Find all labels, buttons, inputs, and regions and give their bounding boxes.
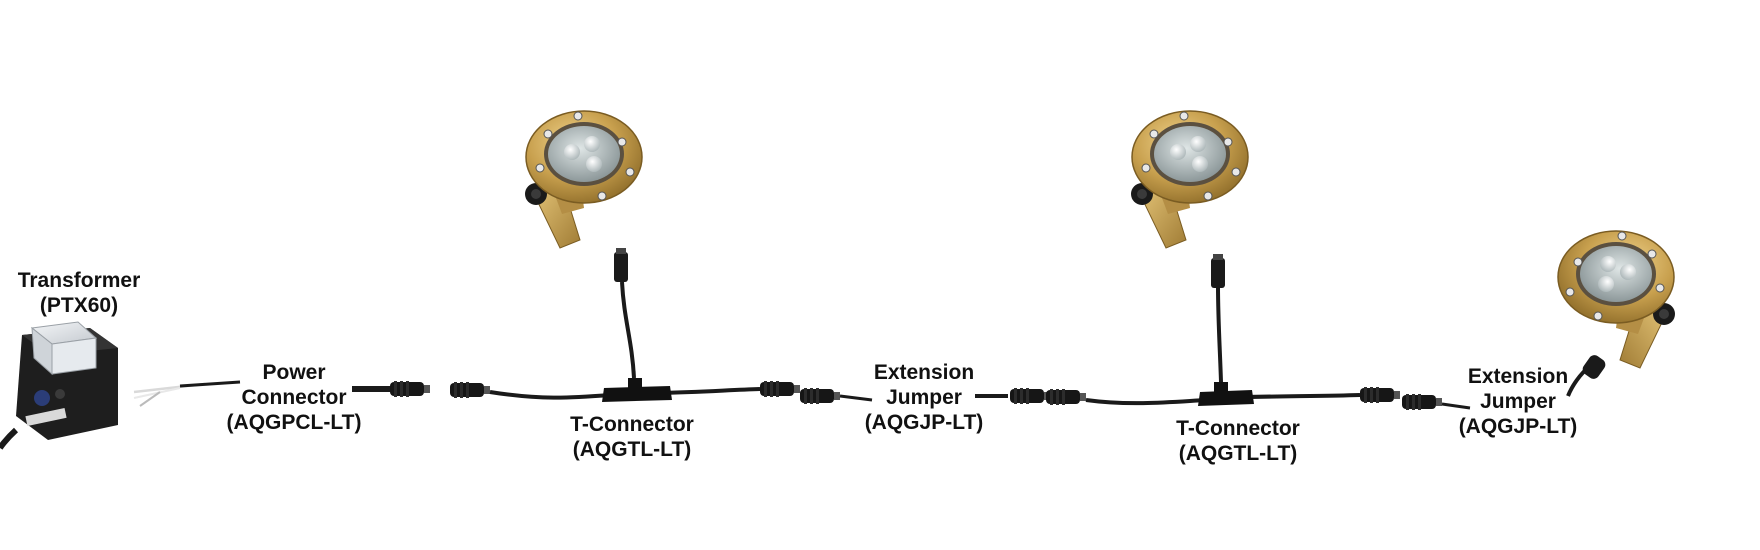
power-connector-line1: Power [262, 361, 326, 384]
extension-jumper-2-line1: Extension [1467, 365, 1569, 388]
extension-jumper-icon [800, 388, 873, 404]
extension-jumper-1-line2: Jumper [886, 386, 962, 409]
power-connector-label: Power Connector (AQGPCL-LT) [210, 360, 378, 435]
t-connector-icon [450, 248, 800, 402]
t-connector-2-name: T-Connector [1176, 417, 1300, 440]
t-connector-icon [975, 254, 1400, 406]
t-connector-2-model: (AQGTL-LT) [1178, 442, 1298, 465]
lamp-lead-icon [1566, 355, 1606, 397]
t-connector-1-label: T-Connector (AQGTL-LT) [548, 412, 716, 462]
extension-jumper-1-model: (AQGJP-LT) [864, 411, 984, 434]
extension-jumper-1-label: Extension Jumper (AQGJP-LT) [842, 360, 1006, 435]
t-connector-2-label: T-Connector (AQGTL-LT) [1154, 416, 1322, 466]
extension-jumper-2-line2: Jumper [1480, 390, 1556, 413]
extension-jumper-2-label: Extension Jumper (AQGJP-LT) [1436, 364, 1600, 439]
extension-jumper-1-line1: Extension [873, 361, 975, 384]
lead-wires [133, 380, 241, 407]
power-connector-model: (AQGPCL-LT) [226, 411, 362, 434]
spotlight-icon [524, 110, 643, 249]
extension-jumper-2-model: (AQGJP-LT) [1458, 415, 1578, 438]
transformer-icon [0, 321, 118, 450]
spotlight-icon [1557, 230, 1676, 369]
spotlight-icon [1130, 110, 1249, 249]
transformer-model: (PTX60) [39, 294, 119, 317]
transformer-label: Transformer (PTX60) [4, 268, 154, 318]
t-connector-1-model: (AQGTL-LT) [572, 438, 692, 461]
t-connector-1-name: T-Connector [570, 413, 694, 436]
transformer-name: Transformer [17, 269, 141, 292]
power-connector-icon [352, 381, 430, 397]
power-connector-line2: Connector [241, 386, 347, 409]
extension-jumper-icon [1402, 394, 1471, 410]
